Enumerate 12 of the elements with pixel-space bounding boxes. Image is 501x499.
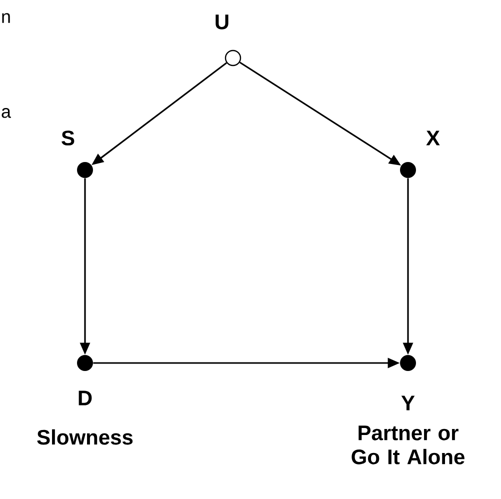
- node-caption: Slowness: [37, 429, 133, 445]
- graph-node: [77, 162, 93, 178]
- node-caption: Partner or Go It Alone: [352, 426, 464, 464]
- node-letter: Y: [401, 396, 415, 410]
- node-letter: S: [62, 130, 74, 146]
- graph-node: [224, 50, 242, 66]
- node-letter: X: [426, 130, 440, 146]
- node-letter: D: [78, 390, 92, 406]
- text-fragment: n: [2, 13, 10, 23]
- text-fragment: a: [2, 108, 11, 118]
- graph-node: [400, 162, 416, 178]
- node-letter: U: [216, 14, 228, 30]
